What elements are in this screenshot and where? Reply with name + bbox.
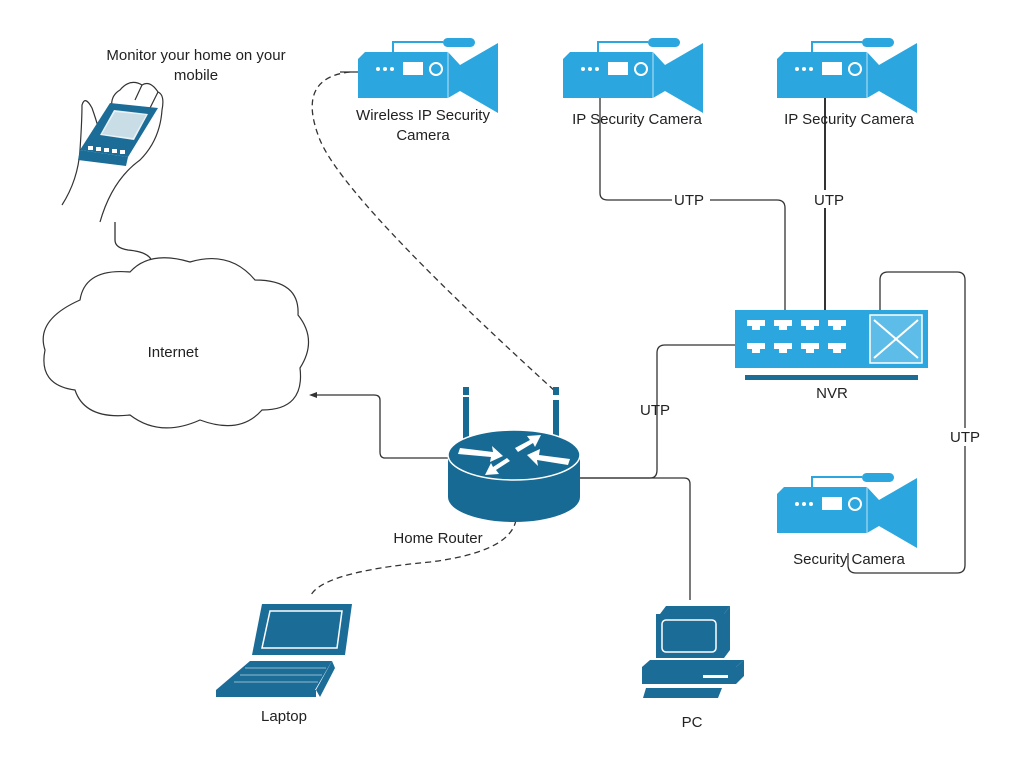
hand-holding-phone-icon	[61, 81, 164, 223]
laptop-icon	[216, 604, 352, 697]
edge-label-utp: UTP	[814, 192, 844, 209]
cloud-icon	[42, 257, 310, 429]
edge-label-utp: UTP	[950, 429, 980, 446]
nvr-label: NVR	[816, 385, 848, 402]
wireless-camera-label: Wireless IP Security	[356, 107, 490, 124]
ip-camera-2-label: IP Security Camera	[784, 111, 914, 128]
edge-router-pc	[580, 477, 691, 600]
security-camera-label: Security Camera	[793, 551, 905, 568]
connections: UTP UTP UTP UTP	[114, 71, 984, 600]
mobile-label: Monitor your home on your	[106, 47, 285, 64]
edge-router-internet	[314, 394, 448, 459]
nvr-node: NVR	[735, 310, 928, 402]
ip-camera-2-node: IP Security Camera	[776, 37, 917, 128]
wireless-router-icon	[447, 387, 581, 522]
laptop-node: Laptop	[216, 604, 352, 725]
internet-node: Internet	[42, 257, 310, 429]
video-camera-icon	[776, 472, 917, 549]
internet-label: Internet	[148, 344, 200, 361]
router-label: Home Router	[393, 530, 482, 547]
edge-nvr-security-camera	[847, 271, 966, 574]
edge-router-laptop	[309, 519, 517, 598]
mobile-label: mobile	[174, 67, 218, 84]
video-camera-icon	[357, 37, 498, 114]
pc-label: PC	[682, 714, 703, 731]
edge-wireless-camera-router	[311, 71, 557, 393]
edge-label-utp: UTP	[674, 192, 704, 209]
nvr-switch-icon	[735, 310, 928, 380]
arrowhead	[309, 392, 317, 398]
video-camera-icon	[776, 37, 917, 114]
pc-node: PC	[642, 606, 744, 731]
desktop-pc-icon	[642, 606, 744, 698]
mobile-node: Monitor your home on your mobile	[61, 47, 286, 223]
ip-camera-1-node: IP Security Camera	[562, 37, 703, 128]
ip-camera-1-label: IP Security Camera	[572, 111, 702, 128]
router-node: Home Router	[393, 387, 581, 547]
wireless-camera-node: Wireless IP Security Camera	[340, 37, 498, 144]
security-camera-node: Security Camera	[776, 472, 917, 568]
laptop-label: Laptop	[261, 708, 307, 725]
edge-mobile-internet	[114, 222, 153, 278]
wireless-camera-label: Camera	[396, 127, 450, 144]
edge-label-utp: UTP	[640, 402, 670, 419]
video-camera-icon	[562, 37, 703, 114]
